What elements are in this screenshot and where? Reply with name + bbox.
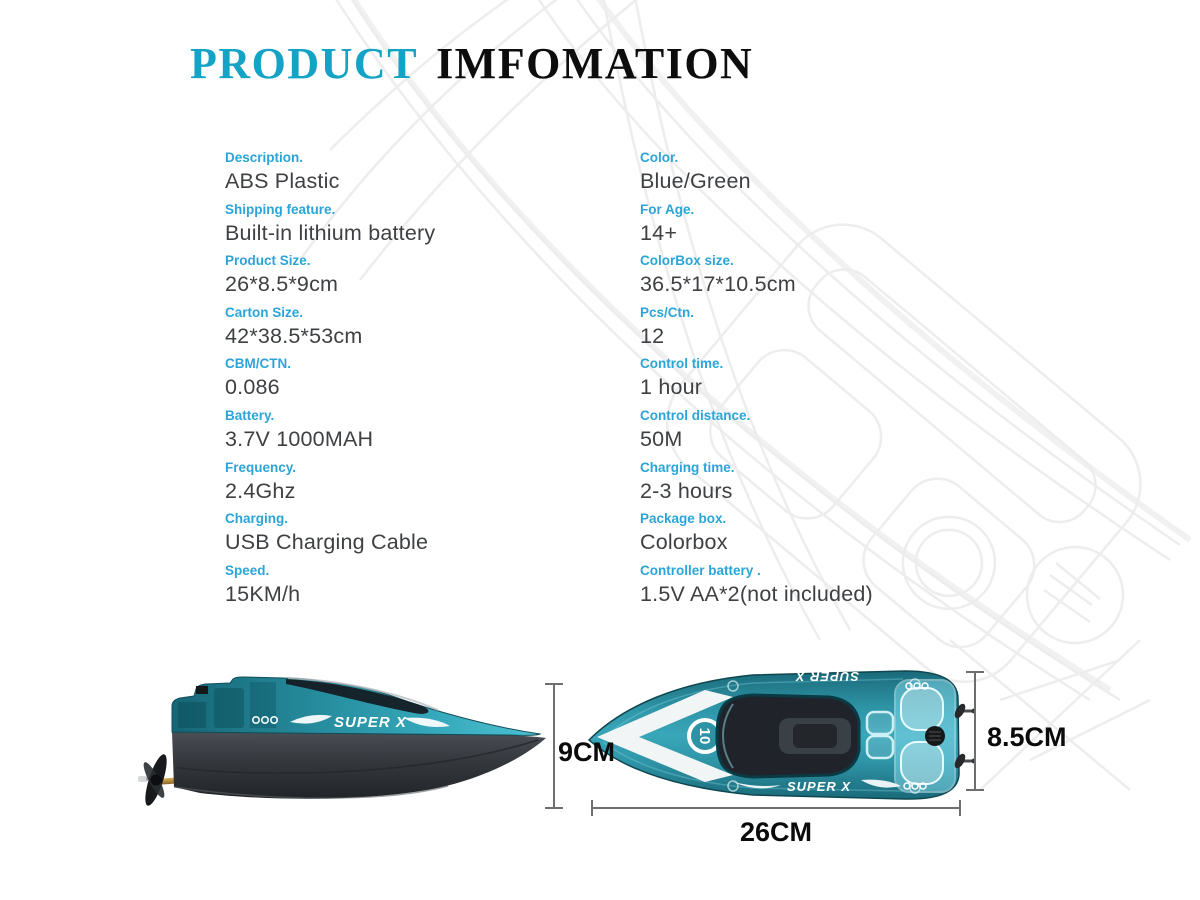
spec-label: Shipping feature. bbox=[225, 201, 336, 217]
spec-column-right: Color. Blue/Green For Age. 14+ ColorBox … bbox=[640, 150, 1060, 614]
spec-item: Speed. 15KM/h bbox=[225, 563, 645, 615]
spec-value: 42*38.5*53cm bbox=[225, 323, 363, 348]
spec-value: Blue/Green bbox=[640, 169, 751, 193]
spec-item: Frequency. 2.4Ghz bbox=[225, 460, 645, 512]
boat-side-view-image: SUPER X bbox=[138, 676, 546, 806]
cockpit bbox=[715, 693, 861, 779]
spec-item: Description. ABS Plastic bbox=[225, 150, 645, 202]
boat-brand-text: SUPER X bbox=[787, 779, 851, 794]
spec-value: 26*8.5*9cm bbox=[225, 272, 339, 297]
spec-value: 0.086 bbox=[225, 375, 280, 400]
spec-item: Color. Blue/Green bbox=[640, 150, 1060, 202]
spec-label: For Age. bbox=[640, 201, 695, 217]
spec-label: Product Size. bbox=[225, 253, 311, 269]
height-dimension-label: 9CM bbox=[558, 737, 616, 767]
spec-value: 36.5*17*10.5cm bbox=[640, 272, 796, 297]
boat-canopy: SUPER X bbox=[171, 676, 542, 736]
spec-value: 3.7V 1000MAH bbox=[225, 426, 374, 451]
spec-item: Shipping feature. Built-in lithium batte… bbox=[225, 202, 645, 254]
width-dimension-label: 8.5CM bbox=[987, 722, 1067, 752]
spec-label: Battery. bbox=[225, 407, 275, 423]
spec-value: 2.4Ghz bbox=[225, 478, 296, 503]
spec-column-left: Description. ABS Plastic Shipping featur… bbox=[225, 150, 645, 614]
spec-label: Control time. bbox=[640, 356, 724, 372]
spec-item: CBM/CTN. 0.086 bbox=[225, 356, 645, 408]
spec-label: Color. bbox=[640, 150, 679, 165]
brand-top-mirrored: SUPER X bbox=[795, 669, 929, 690]
spec-label: Frequency. bbox=[225, 459, 297, 475]
spec-label: Charging time. bbox=[640, 459, 735, 475]
boat-top-view-image: 10 bbox=[587, 669, 975, 800]
boat-hull bbox=[172, 732, 546, 799]
spec-value: 2-3 hours bbox=[640, 478, 733, 503]
badge-number-text: 10 bbox=[696, 728, 713, 745]
spec-item: Carton Size. 42*38.5*53cm bbox=[225, 305, 645, 357]
spec-value: 1 hour bbox=[640, 375, 703, 400]
boat-brand-text: SUPER X bbox=[795, 669, 859, 684]
spec-label: ColorBox size. bbox=[640, 253, 734, 269]
spec-value: 15KM/h bbox=[225, 581, 301, 606]
spec-item: Package box. Colorbox bbox=[640, 511, 1060, 563]
page-title-highlight: PRODUCT bbox=[190, 39, 419, 88]
spec-item: Controller battery . 1.5V AA*2(not inclu… bbox=[640, 563, 1060, 615]
spec-label: Package box. bbox=[640, 511, 727, 527]
boat-brand-text: SUPER X bbox=[334, 714, 407, 731]
spec-value: 50M bbox=[640, 426, 683, 451]
width-dimension-line bbox=[966, 671, 984, 791]
spec-item: Charging. USB Charging Cable bbox=[225, 511, 645, 563]
spec-item: Battery. 3.7V 1000MAH bbox=[225, 408, 645, 460]
length-dimension-label: 26CM bbox=[739, 817, 813, 847]
page-title: PRODUCT IMFOMATION bbox=[190, 38, 753, 89]
spec-label: Carton Size. bbox=[225, 304, 304, 320]
bow-chevron bbox=[597, 690, 733, 782]
spec-item: For Age. 14+ bbox=[640, 202, 1060, 254]
length-dimension-line bbox=[591, 800, 961, 816]
spec-label: Controller battery . bbox=[640, 562, 761, 578]
spec-value: 14+ bbox=[640, 220, 678, 245]
spec-label: Description. bbox=[225, 150, 304, 165]
spec-value: USB Charging Cable bbox=[225, 530, 429, 555]
spec-value: ABS Plastic bbox=[225, 169, 340, 193]
spec-value: 1.5V AA*2(not included) bbox=[640, 581, 873, 606]
spec-label: Pcs/Ctn. bbox=[640, 304, 695, 320]
height-dimension-line bbox=[545, 683, 563, 809]
spec-value: 12 bbox=[640, 323, 665, 348]
spec-label: Charging. bbox=[225, 511, 288, 527]
spec-value: Built-in lithium battery bbox=[225, 220, 436, 245]
spec-value: Colorbox bbox=[640, 530, 728, 555]
brand-bottom: SUPER X bbox=[733, 779, 927, 794]
spec-label: Control distance. bbox=[640, 407, 751, 423]
spec-item: Control time. 1 hour bbox=[640, 356, 1060, 408]
page-title-rest: IMFOMATION bbox=[436, 39, 754, 88]
mid-deck-frames bbox=[865, 710, 895, 760]
spec-item: Product Size. 26*8.5*9cm bbox=[225, 253, 645, 305]
spec-label: CBM/CTN. bbox=[225, 356, 291, 372]
spec-item: Control distance. 50M bbox=[640, 408, 1060, 460]
spec-item: Pcs/Ctn. 12 bbox=[640, 305, 1060, 357]
stern-compartment bbox=[894, 679, 956, 793]
spec-item: Charging time. 2-3 hours bbox=[640, 460, 1060, 512]
spec-label: Speed. bbox=[225, 562, 270, 578]
spec-item: ColorBox size. 36.5*17*10.5cm bbox=[640, 253, 1060, 305]
